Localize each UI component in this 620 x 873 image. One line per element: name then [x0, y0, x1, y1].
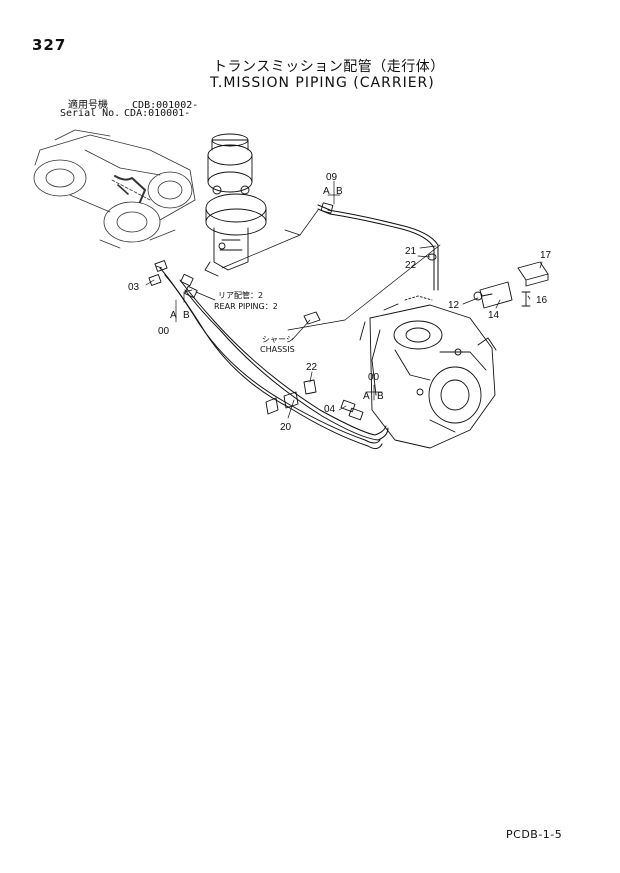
rear-piping-note-en: REAR PIPING：2: [214, 302, 278, 311]
callout-16: 16: [536, 295, 548, 306]
hose-lines: [159, 204, 441, 450]
callout-21: 21: [405, 246, 417, 257]
rear-piping-note-jp: リア配管：2: [218, 290, 263, 300]
callout-B: B: [336, 186, 343, 197]
transmission-illustration: [359, 295, 497, 449]
chassis-note-en: CHASSIS: [260, 345, 295, 354]
callout-03: 03: [128, 282, 140, 293]
callout-B: B: [377, 391, 384, 402]
callout-04: 04: [324, 404, 336, 415]
swivel-joint-illustration: [204, 133, 267, 277]
serial-row: 適用号機 CDB:001002-: [68, 96, 198, 111]
callout-14: 14: [488, 310, 500, 321]
serial-label: 適用号機: [68, 100, 108, 111]
serial-value: CDB:001002-: [132, 100, 199, 111]
fittings: [148, 202, 549, 421]
page-title-en: T.MISSION PIPING (CARRIER): [210, 75, 435, 91]
callout-09: 09: [326, 172, 338, 183]
callout-A: A: [363, 391, 370, 402]
callout-22: 22: [405, 260, 417, 271]
page-number: 327: [32, 36, 67, 54]
page-title-jp: トランスミッション配管（走行体）: [213, 59, 445, 75]
page-code: PCDB-1-5: [506, 828, 563, 841]
serial-value: CDA:010001-: [124, 108, 191, 119]
leader-lines: [145, 180, 543, 419]
callout-B: B: [183, 310, 190, 321]
callout-A: A: [170, 310, 177, 321]
serial-row: Serial No. CDA:010001-: [60, 108, 190, 119]
carrier-overview-illustration: [33, 129, 196, 249]
callout-00: 00: [368, 372, 380, 383]
chassis-note-jp: シャーシ: [262, 335, 294, 344]
callout-17: 17: [540, 250, 552, 261]
callout-labels: 09 A B 21 22 17 12 14 16 03 A B 00 22 00…: [128, 172, 552, 433]
serial-label: Serial No.: [60, 108, 121, 119]
callout-20: 20: [280, 422, 292, 433]
callout-A: A: [323, 186, 330, 197]
callout-12: 12: [448, 300, 460, 311]
callout-22: 22: [306, 362, 318, 373]
callout-00: 00: [158, 326, 170, 337]
